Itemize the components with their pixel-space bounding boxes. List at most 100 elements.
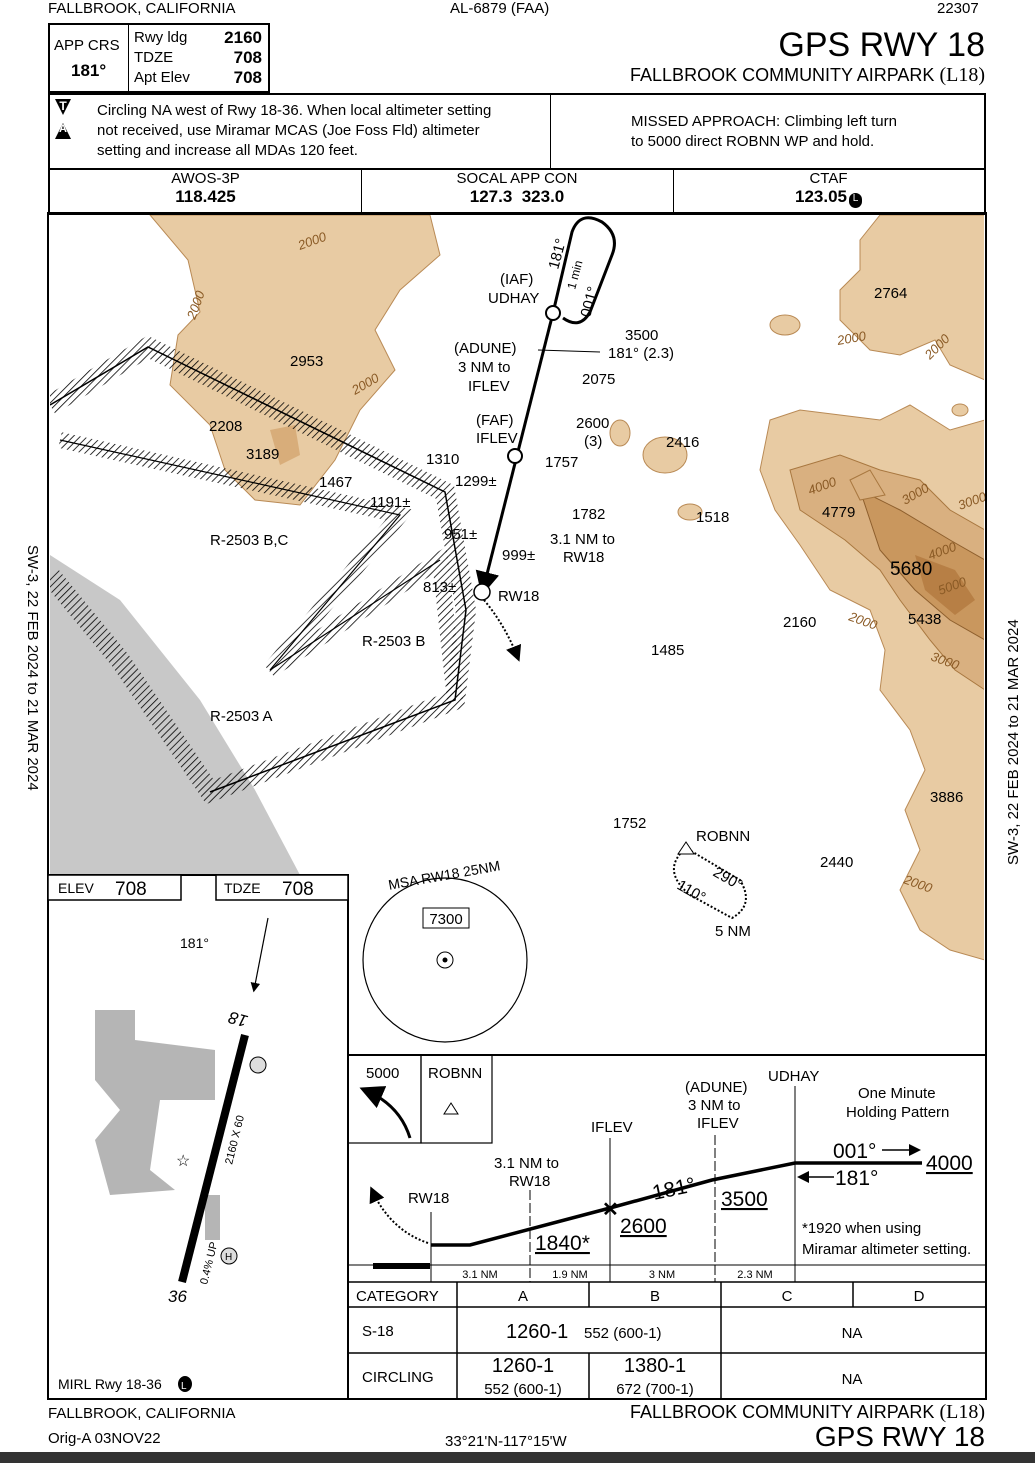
validity-right: SW-3, 22 FEB 2024 to 21 MAR 2024 [1005,619,1022,865]
helipad-icon: H [225,1252,232,1263]
profile-iflev: IFLEV [591,1119,633,1136]
spot-elevation: 4779 [822,504,855,521]
spot-elevation: 1191± [370,494,411,511]
airport-name: FALLBROOK COMMUNITY AIRPARK (L18) [630,64,985,87]
spot-elevation: 813± [423,579,456,596]
cycle: 22307 [937,0,979,17]
missed-approach-2: to 5000 direct ROBNN WP and hold. [631,133,875,150]
beacon-icon: ☆ [176,1153,190,1170]
note-line-3: setting and increase all MDAs 120 feet. [97,142,358,159]
profile-note-2: Miramar altimeter setting. [802,1241,971,1258]
robnn-waypoint-icon [677,841,695,855]
profile-note: *1920 when using [802,1220,921,1237]
robnn-holding [672,846,747,920]
comm-label: SOCAL APP CON [456,170,578,187]
inbound-course: 181° [545,237,569,271]
adune-label: (ADUNE) [454,340,517,357]
briefing-box: APP CRS 181° Rwy ldg 2160 TDZE 708 Apt E… [48,23,270,93]
spot-elevation: 2953 [290,353,323,370]
iflev-fix-icon [507,448,523,464]
spot-elevation: 1310 [426,451,459,468]
rwy-18-label: 18 [226,1007,250,1030]
footer-coords: 33°21'N-117°15'W [445,1433,567,1450]
hold-time: 1 min [564,259,585,291]
spot-elevation: 1485 [651,642,684,659]
terrain-right-north [839,215,984,381]
spot-elevation: 2208 [209,418,242,435]
robnn-label: ROBNN [696,828,750,845]
footer-airport-id: (L18) [939,1401,985,1423]
adune-label-3: IFLEV [468,378,510,395]
restricted-area-label: R-2503 B [362,633,425,650]
profile-alt-4000: 4000 [926,1152,973,1175]
distance-3: (3) [584,433,602,450]
contour-label: 2000 [835,328,868,348]
inset-tdze: 708 [282,879,314,900]
s18-haa: 552 (600-1) [584,1325,662,1342]
profile-view [347,1054,987,1400]
missed-approach-1: MISSED APPROACH: Climbing left turn [631,113,897,130]
comm-label: AWOS-3P [171,170,240,187]
spot-elevation: 5438 [908,611,941,628]
bottom-bar [0,1452,1035,1463]
category-d: D [914,1288,925,1305]
spot-elevation: 951± [444,526,477,543]
robnn-inbound: 110° [674,877,708,907]
restricted-area-label: R-2503 A [210,708,273,725]
comm-freq: 123.05 [795,187,847,206]
missed-altitude: 5000 [366,1065,399,1082]
spot-elevation: 1518 [696,509,729,526]
comm-freq: 118.425 [175,187,236,206]
alt-2600: 2600 [576,415,609,432]
profile-rw-dist: 3.1 NM to [494,1155,559,1172]
airport-inset [47,874,349,1400]
s18-label: S-18 [362,1323,394,1340]
footer-title: GPS RWY 18 [814,1421,985,1452]
comm-freq: 127.3 323.0 [469,187,565,206]
procedure-title: GPS RWY 18 [778,26,985,64]
robnn-waypoint-icon [443,1102,459,1115]
faf-label: (FAF) [476,412,514,429]
header-location: FALLBROOK, CALIFORNIA [48,0,236,17]
note-line-1: Circling NA west of Rwy 18-36. When loca… [97,102,492,119]
spot-elevation: 1782 [572,506,605,523]
circling-a-haa: 552 (600-1) [484,1381,562,1398]
spot-elevation: 2764 [874,285,907,302]
airport-name-text: FALLBROOK COMMUNITY AIRPARK [630,65,935,85]
profile-hold-in: 181° [835,1167,878,1190]
profile-adune-3: IFLEV [697,1115,739,1132]
profile-rw18: RW18 [408,1190,449,1207]
segment-course: 181° (2.3) [608,345,674,362]
spot-elevation: 5680 [890,559,932,580]
profile-udhay: UDHAY [768,1068,819,1085]
rw18-label: RW18 [498,588,539,605]
inset-elev-label: ELEV [58,880,94,896]
profile-alt-3500: 3500 [721,1188,768,1211]
app-crs-label: APP CRS [54,37,120,54]
segment-distance: 3 NM [649,1269,675,1281]
app-crs: 181° [71,61,107,80]
spot-elevation: 1467 [319,474,352,491]
footer-amendment: Orig-A 03NOV22 [48,1430,161,1447]
apt-elev: 708 [233,68,262,87]
note-line-2: not received, use Miramar MCAS (Joe Foss… [97,122,480,139]
s18-mda: 1260-1 [506,1321,568,1343]
spot-elevation: 2075 [582,371,615,388]
spot-elevation: 1757 [545,454,578,471]
category-a: A [518,1288,528,1305]
segment-distance: 3.1 NM [462,1269,497,1281]
missed-approach-track [483,599,522,662]
footer-location: FALLBROOK, CALIFORNIA [48,1405,236,1422]
airport-id: (L18) [939,64,985,86]
comm-awos: AWOS-3P 118.425 [50,170,362,213]
footer-airport: FALLBROOK COMMUNITY AIRPARK (L18) [630,1402,985,1422]
pcl-icon: L [181,1381,187,1392]
circling-b-haa: 672 (700-1) [616,1381,694,1398]
msa-circle [362,877,528,1043]
circling-label: CIRCLING [362,1369,434,1386]
spot-elevation: 999± [502,547,535,564]
runway-18-36 [178,1034,249,1283]
